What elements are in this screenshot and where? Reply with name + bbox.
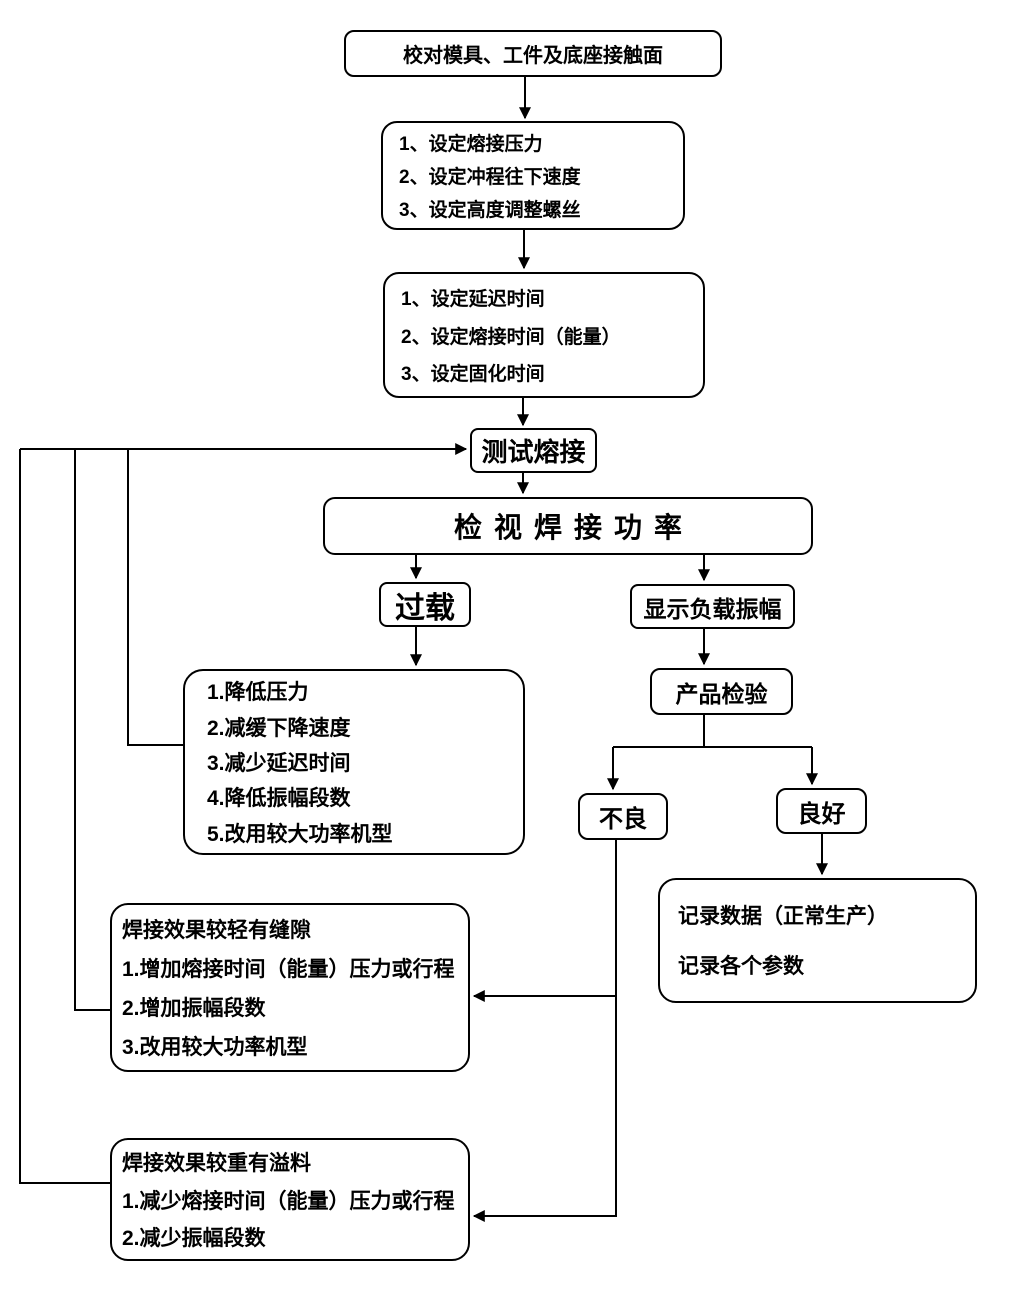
node-line: 1.降低压力 (207, 681, 309, 705)
node-set-weld-parameters-2: 1、设定延迟时间 2、设定熔接时间（能量） 3、设定固化时间 (383, 272, 705, 398)
node-line: 3、设定高度调整螺丝 (399, 200, 581, 221)
node-line: 记录各个参数 (678, 955, 804, 978)
node-line: 1、设定延迟时间 (401, 289, 545, 311)
feedback-overload-fix-line (127, 449, 183, 746)
feedback-flash-fix-line (19, 449, 110, 1184)
node-line: 焊接效果较重有溢料 (122, 1152, 311, 1176)
node-line: 3、设定固化时间 (401, 363, 545, 385)
node-line: 2、设定熔接时间（能量） (401, 326, 621, 348)
node-line: 2、设定冲程往下速度 (399, 167, 581, 188)
connector-bad-to-flash-fix (472, 840, 617, 1222)
node-overload: 过载 (379, 582, 471, 627)
node-weld-too-light-remedies: 焊接效果较轻有缝隙 1.增加熔接时间（能量）压力或行程 2.增加振幅段数 3.改… (110, 903, 470, 1072)
node-line: 记录数据（正常生产） (678, 905, 888, 928)
node-weld-too-heavy-remedies: 焊接效果较重有溢料 1.减少熔接时间（能量）压力或行程 2.减少振幅段数 (110, 1138, 470, 1261)
node-display-load-amplitude: 显示负载振幅 (630, 584, 795, 629)
node-line: 3.减少延迟时间 (207, 751, 351, 775)
node-line: 2.减缓下降速度 (207, 716, 351, 740)
node-line: 2.减少振幅段数 (122, 1226, 266, 1250)
feedback-gap-fix-line (74, 449, 110, 1011)
node-line: 5.改用较大功率机型 (207, 822, 393, 846)
node-calibrate-contact-surfaces: 校对模具、工件及底座接触面 (344, 30, 722, 77)
node-line: 1.减少熔接时间（能量）压力或行程 (122, 1189, 455, 1213)
node-test-weld: 测试熔接 (470, 428, 597, 473)
node-check-weld-power: 检视焊接功率 (323, 497, 813, 555)
node-line: 4.降低振幅段数 (207, 787, 351, 811)
node-line: 焊接效果较轻有缝隙 (122, 919, 311, 942)
node-result-bad: 不良 (578, 793, 668, 840)
node-overload-remedies: 1.降低压力 2.减缓下降速度 3.减少延迟时间 4.降低振幅段数 5.改用较大… (183, 669, 525, 855)
node-result-good: 良好 (776, 788, 867, 834)
node-product-inspection: 产品检验 (650, 668, 793, 715)
node-line: 1、设定熔接压力 (399, 134, 543, 155)
node-line: 3.改用较大功率机型 (122, 1036, 308, 1059)
node-set-weld-parameters-1: 1、设定熔接压力 2、设定冲程往下速度 3、设定高度调整螺丝 (381, 121, 685, 230)
node-record-data: 记录数据（正常生产） 记录各个参数 (658, 878, 977, 1003)
node-line: 2.增加振幅段数 (122, 997, 266, 1020)
node-line: 1.增加熔接时间（能量）压力或行程 (122, 958, 455, 981)
